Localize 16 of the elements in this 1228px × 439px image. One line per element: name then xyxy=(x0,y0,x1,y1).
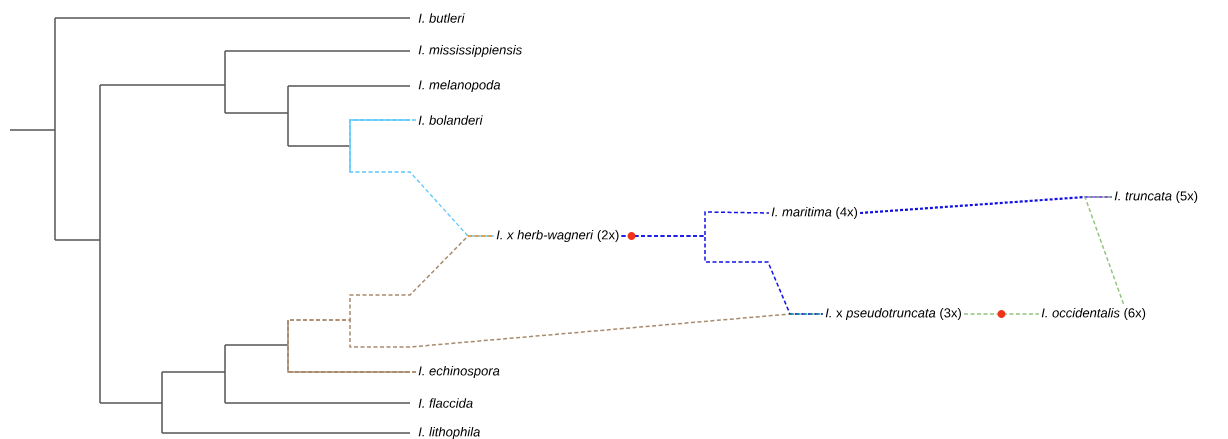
hybrid-line xyxy=(349,119,495,237)
taxon-label: I. echinospora xyxy=(418,365,500,379)
taxon-label: I. mississippiensis xyxy=(418,44,522,58)
taxon-label: I. x herb-wagneri (2x) xyxy=(496,229,619,243)
taxon-label: I. x pseudotruncata (3x) xyxy=(825,307,961,321)
hybrid-line xyxy=(963,313,1040,315)
taxon-label: I. melanopoda xyxy=(418,79,501,93)
taxon-label: I. flaccida xyxy=(418,398,473,408)
hybrid-line xyxy=(620,235,824,315)
taxon-label: I. lithophila xyxy=(418,426,480,439)
taxon-label: I. truncata (5x) xyxy=(1114,190,1198,204)
taxon-label: I. butleri xyxy=(418,13,465,23)
taxon-label: I. occidentalis (6x) xyxy=(1041,307,1146,321)
taxon-label: I. maritima (4x) xyxy=(771,206,858,220)
hybrid-line xyxy=(1083,196,1125,307)
taxon-label: I. bolanderi xyxy=(418,115,483,125)
